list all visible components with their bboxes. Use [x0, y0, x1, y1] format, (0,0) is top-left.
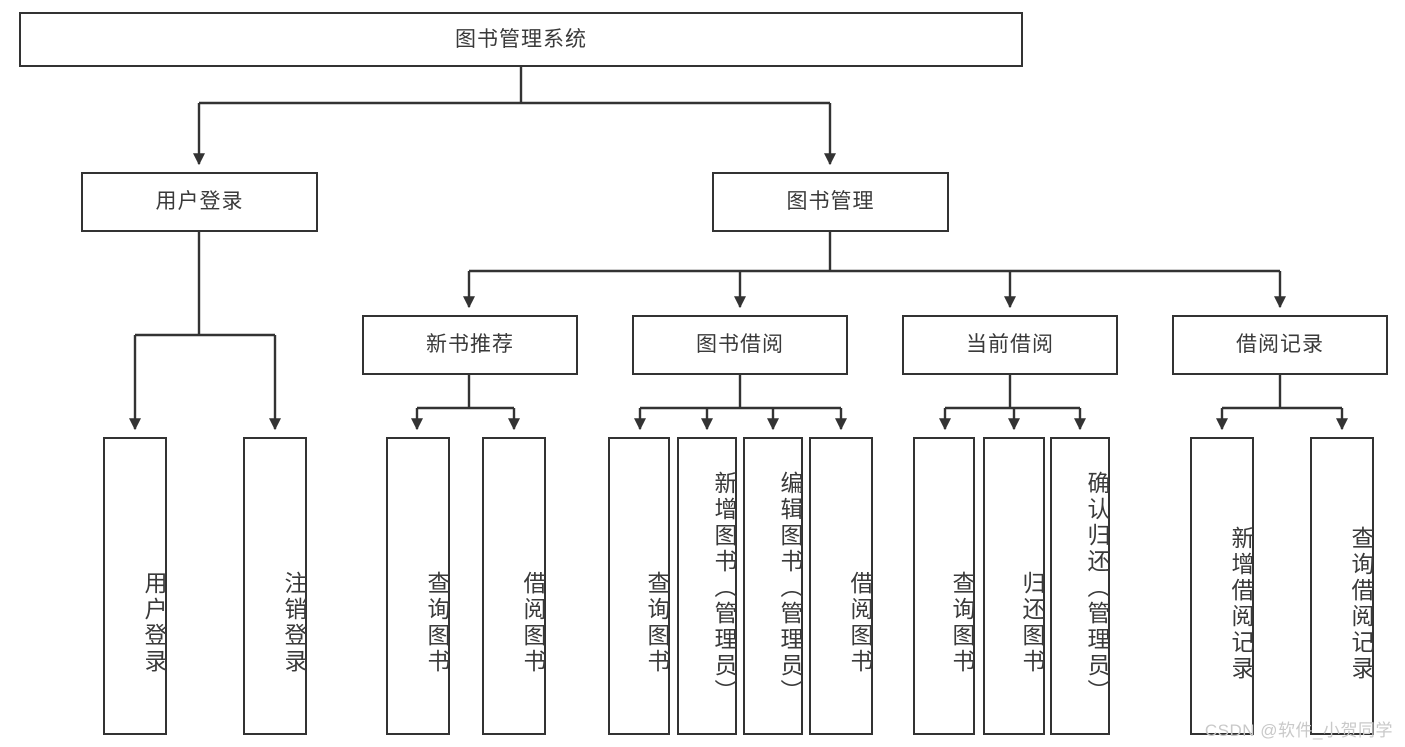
- node-leaf-add-book-admin-label: 新增图书（管理员）: [711, 471, 737, 705]
- node-leaf-query-book-borrow[interactable]: 查询图书: [608, 437, 670, 735]
- node-root-label: 图书管理系统: [455, 27, 587, 51]
- node-leaf-borrow-book-recommend-label: 借阅图书: [520, 571, 546, 675]
- node-leaf-query-book-current-label: 查询图书: [949, 571, 975, 675]
- node-book-borrow-label: 图书借阅: [696, 333, 784, 357]
- node-current-borrow-label: 当前借阅: [966, 333, 1054, 357]
- node-borrow-record-label: 借阅记录: [1236, 333, 1324, 357]
- node-borrow-record[interactable]: 借阅记录: [1172, 315, 1388, 375]
- node-leaf-return-book[interactable]: 归还图书: [983, 437, 1045, 735]
- node-leaf-borrow-book[interactable]: 借阅图书: [809, 437, 873, 735]
- node-leaf-user-logout-label: 注销登录: [281, 571, 307, 675]
- node-leaf-borrow-book-recommend[interactable]: 借阅图书: [482, 437, 546, 735]
- node-leaf-return-book-label: 归还图书: [1019, 571, 1045, 675]
- node-leaf-confirm-return-admin-label: 确认归还（管理员）: [1084, 471, 1110, 705]
- node-leaf-query-book-borrow-label: 查询图书: [644, 571, 670, 675]
- node-book-management[interactable]: 图书管理: [712, 172, 949, 232]
- node-leaf-user-login[interactable]: 用户登录: [103, 437, 167, 735]
- node-leaf-query-borrow-record-label: 查询借阅记录: [1348, 526, 1374, 682]
- node-leaf-edit-book-admin-label: 编辑图书（管理员）: [777, 471, 803, 705]
- node-new-book-recommend[interactable]: 新书推荐: [362, 315, 578, 375]
- csdn-watermark: CSDN @软件_小贺同学: [1204, 721, 1393, 740]
- node-leaf-add-borrow-record[interactable]: 新增借阅记录: [1190, 437, 1254, 735]
- node-book-management-label: 图书管理: [786, 190, 875, 214]
- node-leaf-query-book-recommend-label: 查询图书: [424, 571, 450, 675]
- node-leaf-add-book-admin[interactable]: 新增图书（管理员）: [677, 437, 737, 735]
- node-leaf-query-borrow-record[interactable]: 查询借阅记录: [1310, 437, 1374, 735]
- node-current-borrow[interactable]: 当前借阅: [902, 315, 1118, 375]
- node-user-login[interactable]: 用户登录: [81, 172, 318, 232]
- node-book-borrow[interactable]: 图书借阅: [632, 315, 848, 375]
- node-leaf-query-book-current[interactable]: 查询图书: [913, 437, 975, 735]
- node-leaf-query-book-recommend[interactable]: 查询图书: [386, 437, 450, 735]
- node-new-book-recommend-label: 新书推荐: [426, 333, 514, 357]
- node-root[interactable]: 图书管理系统: [19, 12, 1023, 67]
- node-leaf-edit-book-admin[interactable]: 编辑图书（管理员）: [743, 437, 803, 735]
- node-user-login-label: 用户登录: [155, 190, 244, 214]
- node-leaf-borrow-book-label: 借阅图书: [847, 571, 873, 675]
- node-leaf-confirm-return-admin[interactable]: 确认归还（管理员）: [1050, 437, 1110, 735]
- node-leaf-add-borrow-record-label: 新增借阅记录: [1228, 526, 1254, 682]
- node-leaf-user-logout[interactable]: 注销登录: [243, 437, 307, 735]
- node-leaf-user-login-label: 用户登录: [141, 571, 167, 675]
